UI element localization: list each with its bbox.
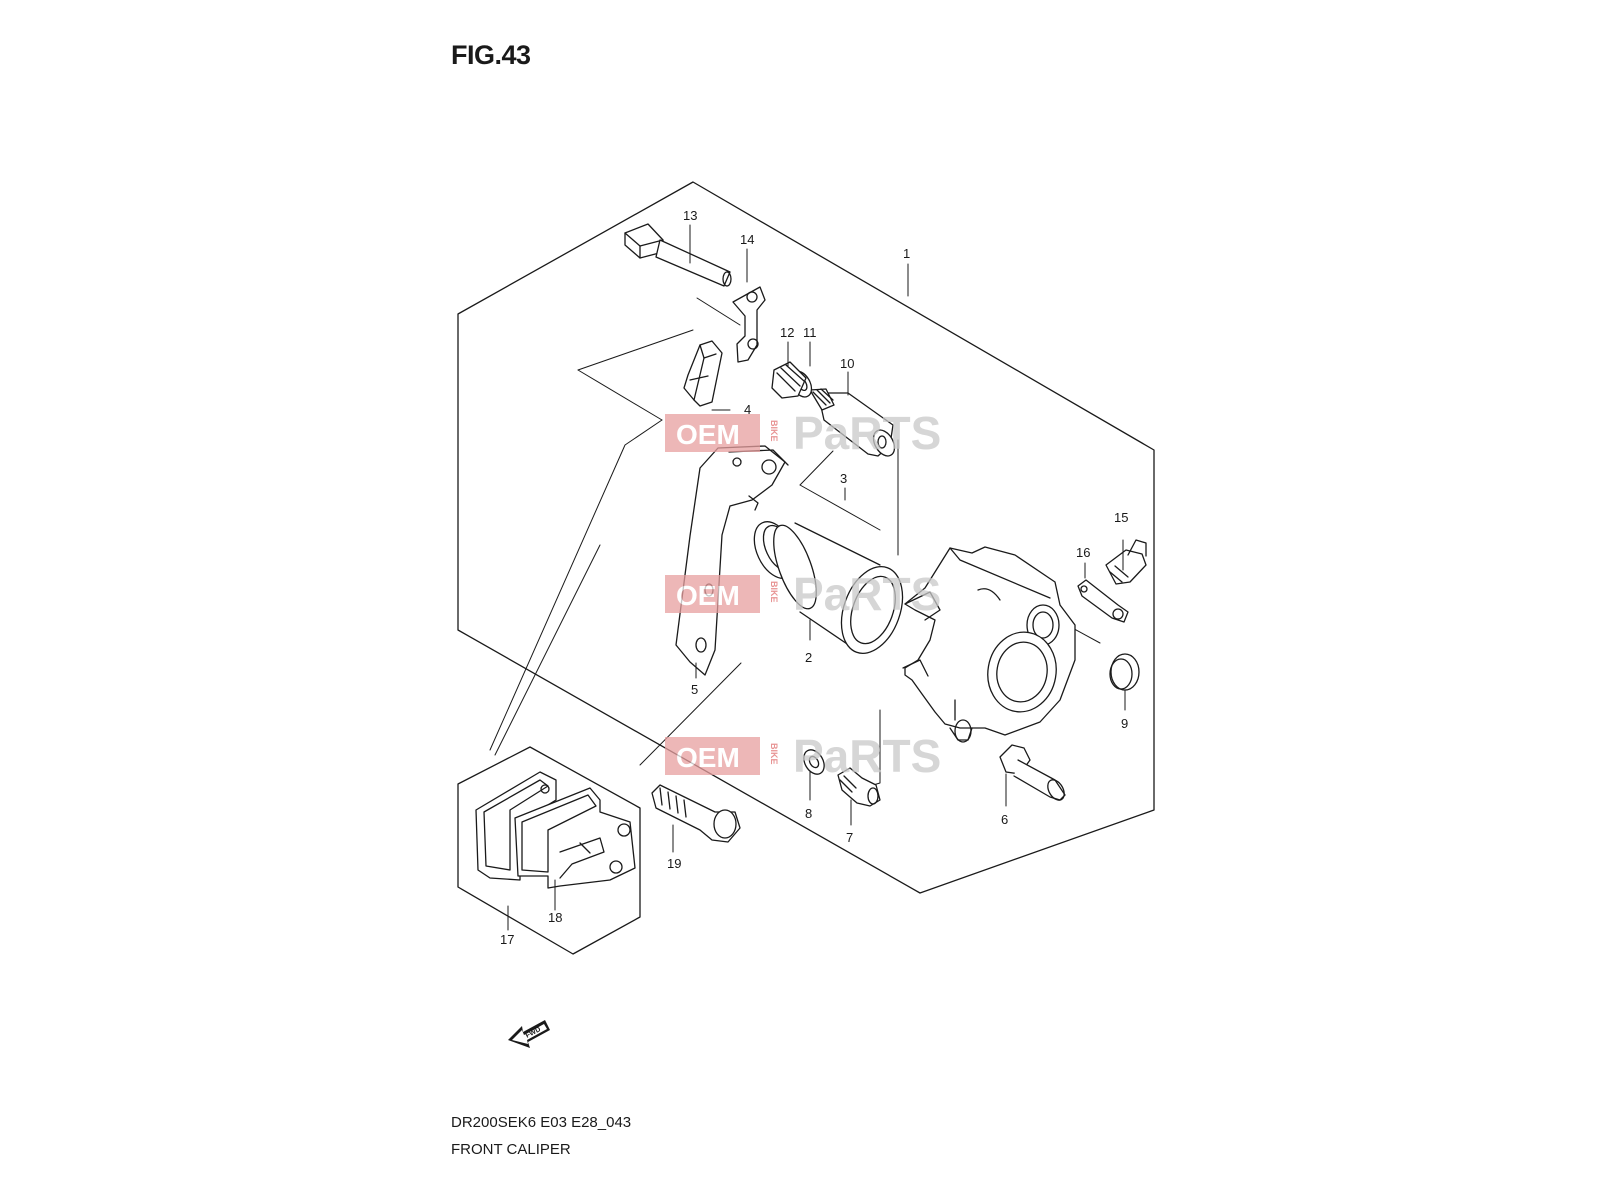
callout-7: 7 (846, 830, 853, 845)
part-19-caliper-bolt (652, 785, 740, 842)
figure-title: FIG.43 (451, 40, 531, 70)
part-12-boot (772, 362, 806, 398)
part-13-mounting-bolt (625, 224, 731, 286)
part-16-bleeder-cap (1078, 580, 1128, 622)
callout-18: 18 (548, 910, 562, 925)
watermark-parts-text: PaRTS (793, 568, 941, 620)
callout-12: 12 (780, 325, 794, 340)
watermark-oem-text: OEM (676, 580, 740, 611)
callout-9: 9 (1121, 716, 1128, 731)
part-1-caliper-body (903, 547, 1075, 742)
watermark-oem-text: OEM (676, 742, 740, 773)
figure-name: FRONT CALIPER (451, 1141, 571, 1158)
callout-19: 19 (667, 856, 681, 871)
callout-8: 8 (805, 806, 812, 821)
callout-4: 4 (744, 402, 751, 417)
part-4-pad-spring (684, 341, 722, 406)
watermark-bike-text: BIKE (769, 581, 779, 603)
watermark-parts-text: PaRTS (793, 730, 941, 782)
part-14-lock-washer (733, 287, 765, 362)
part-6-holder-pin (1000, 745, 1068, 803)
callout-11: 11 (803, 325, 817, 340)
part-10-slide-pin (810, 389, 899, 460)
watermark-bike-text: BIKE (769, 420, 779, 442)
part-9-cap (1110, 654, 1139, 690)
watermark-bike-text: BIKE (769, 743, 779, 765)
part-15-bleeder-valve (1106, 540, 1146, 584)
callout-14: 14 (740, 232, 754, 247)
part-7-caliper-pin (838, 768, 880, 806)
model-code: DR200SEK6 E03 E28_043 (451, 1114, 632, 1131)
watermark-2: OEM BIKE PaRTS (665, 568, 941, 620)
callout-2: 2 (805, 650, 812, 665)
pad-set-frame-outline (458, 747, 640, 954)
callout-15: 15 (1114, 510, 1128, 525)
callout-16: 16 (1076, 545, 1090, 560)
watermark-oem-text: OEM (676, 419, 740, 450)
callout-5: 5 (691, 682, 698, 697)
callout-10: 10 (840, 356, 854, 371)
guide-lines (490, 298, 1100, 790)
callout-3: 3 (840, 471, 847, 486)
callout-13: 13 (683, 208, 697, 223)
part-2-piston (765, 520, 914, 655)
fwd-arrow-icon: FWD (508, 1020, 550, 1048)
callout-17: 17 (500, 932, 514, 947)
assembly-frame-outline (458, 182, 1154, 893)
part-18-brake-pad-outer (515, 788, 635, 888)
callout-1: 1 (903, 246, 910, 261)
watermark-3: OEM BIKE PaRTS (665, 730, 941, 782)
watermark-parts-text: PaRTS (793, 407, 941, 459)
callout-numbers: 1 2 3 4 5 6 7 8 9 10 11 12 13 14 15 16 1… (500, 208, 1128, 947)
callout-leaders (508, 225, 1125, 930)
callout-6: 6 (1001, 812, 1008, 827)
part-8-washer (800, 746, 829, 778)
watermark-1: OEM BIKE PaRTS (665, 407, 941, 459)
